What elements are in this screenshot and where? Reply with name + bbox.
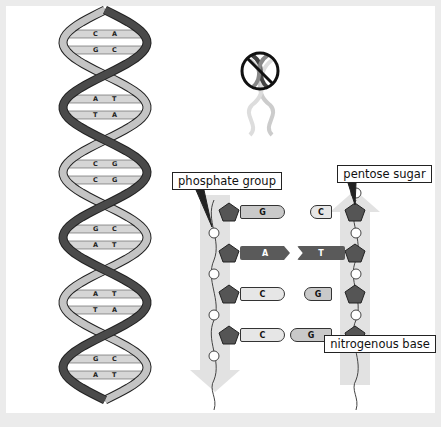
base-letter: C: [112, 226, 117, 233]
base-letter: C: [93, 31, 98, 38]
helix-icon: [242, 53, 278, 135]
base-letter: G: [308, 331, 315, 340]
double-helix: [63, 10, 147, 400]
base-letter: A: [262, 249, 268, 258]
callout-label: pentose sugar: [337, 165, 432, 183]
base-letter: A: [112, 307, 117, 314]
backbone-strands: [190, 188, 380, 410]
base-letter: C: [93, 177, 98, 184]
base-shape: A: [240, 246, 290, 260]
base-letter: G: [259, 208, 266, 217]
base-shape: C: [240, 328, 285, 342]
base-letter: C: [112, 47, 117, 54]
base-letter: C: [260, 290, 266, 299]
base-letter: A: [112, 112, 117, 119]
base-letter: G: [93, 47, 98, 54]
base-letter: T: [112, 291, 116, 298]
base-letter: G: [93, 356, 98, 363]
label-text: pentose sugar: [343, 167, 425, 181]
base-letter: A: [93, 96, 98, 103]
callout-label: nitrogenous base: [324, 335, 436, 353]
base-letter: G: [112, 177, 117, 184]
leader-lines: [196, 183, 356, 346]
base-letter: A: [93, 242, 98, 249]
base-letter: T: [93, 112, 97, 119]
base-shape: G: [240, 205, 285, 219]
base-letter: T: [112, 242, 116, 249]
base-letter: A: [93, 291, 98, 298]
base-letter: G: [112, 161, 117, 168]
base-letter: C: [112, 356, 117, 363]
base-letter: A: [93, 372, 98, 379]
base-shape: C: [240, 287, 285, 301]
label-text: phosphate group: [178, 174, 276, 188]
base-shape: T: [297, 246, 345, 260]
base-letter: A: [112, 31, 117, 38]
base-letter: C: [260, 331, 266, 340]
base-shape: C: [310, 205, 332, 219]
base-letter: T: [318, 249, 323, 258]
base-letter: T: [93, 307, 97, 314]
base-letter: G: [315, 290, 322, 299]
base-letter: C: [318, 208, 324, 217]
callout-label: phosphate group: [172, 172, 282, 190]
base-shape: G: [304, 287, 332, 301]
base-letter: C: [93, 161, 98, 168]
base-letter: T: [112, 96, 116, 103]
base-letter: T: [112, 372, 116, 379]
label-text: nitrogenous base: [330, 337, 430, 351]
base-letter: G: [93, 226, 98, 233]
